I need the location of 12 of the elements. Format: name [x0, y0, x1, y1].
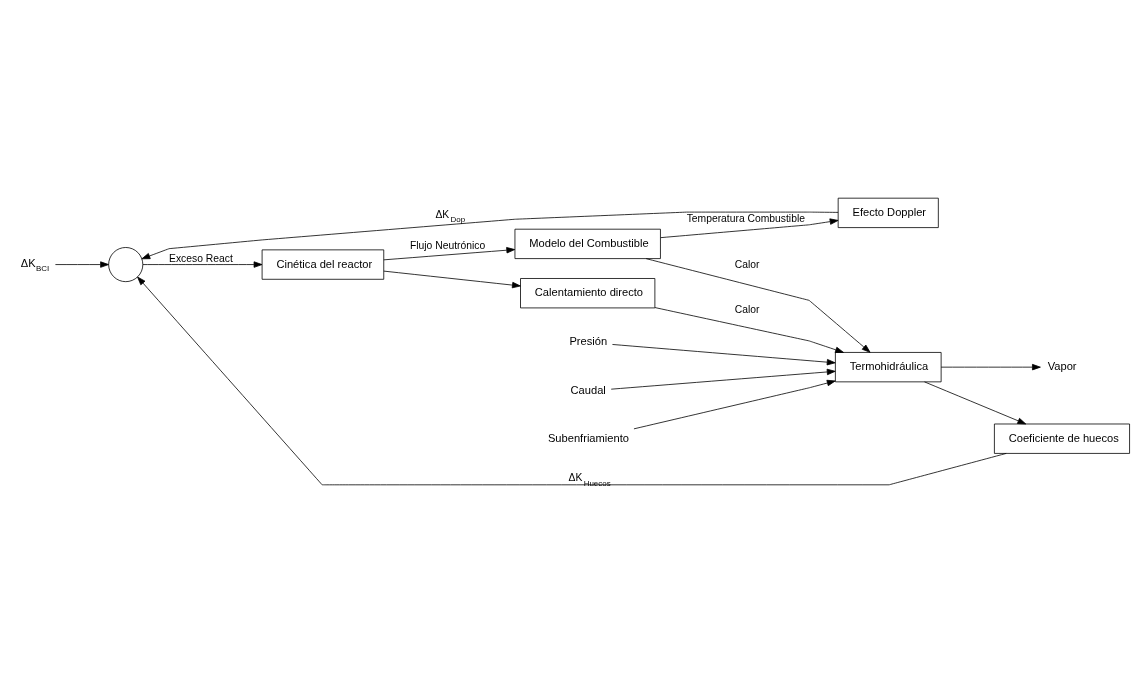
node-text: Presión	[569, 334, 608, 347]
edge-label: ΔK$_{Huecos}$	[568, 471, 611, 488]
node-text: ΔK$_{BCI}$	[20, 256, 50, 273]
edge-label: ΔK$_{Dop}$	[435, 208, 466, 224]
edge-label: Calor	[734, 258, 760, 270]
edge-label: Exceso React	[169, 252, 233, 264]
node-text: Vapor	[1047, 359, 1077, 372]
edge-label: Calor	[734, 303, 760, 315]
edge-label: Flujo Neutrónico	[409, 239, 486, 251]
edge-label: Temperatura Combustible	[686, 212, 805, 224]
node-text: Subenfriamiento	[547, 431, 629, 444]
node-text: Caudal	[570, 383, 606, 396]
